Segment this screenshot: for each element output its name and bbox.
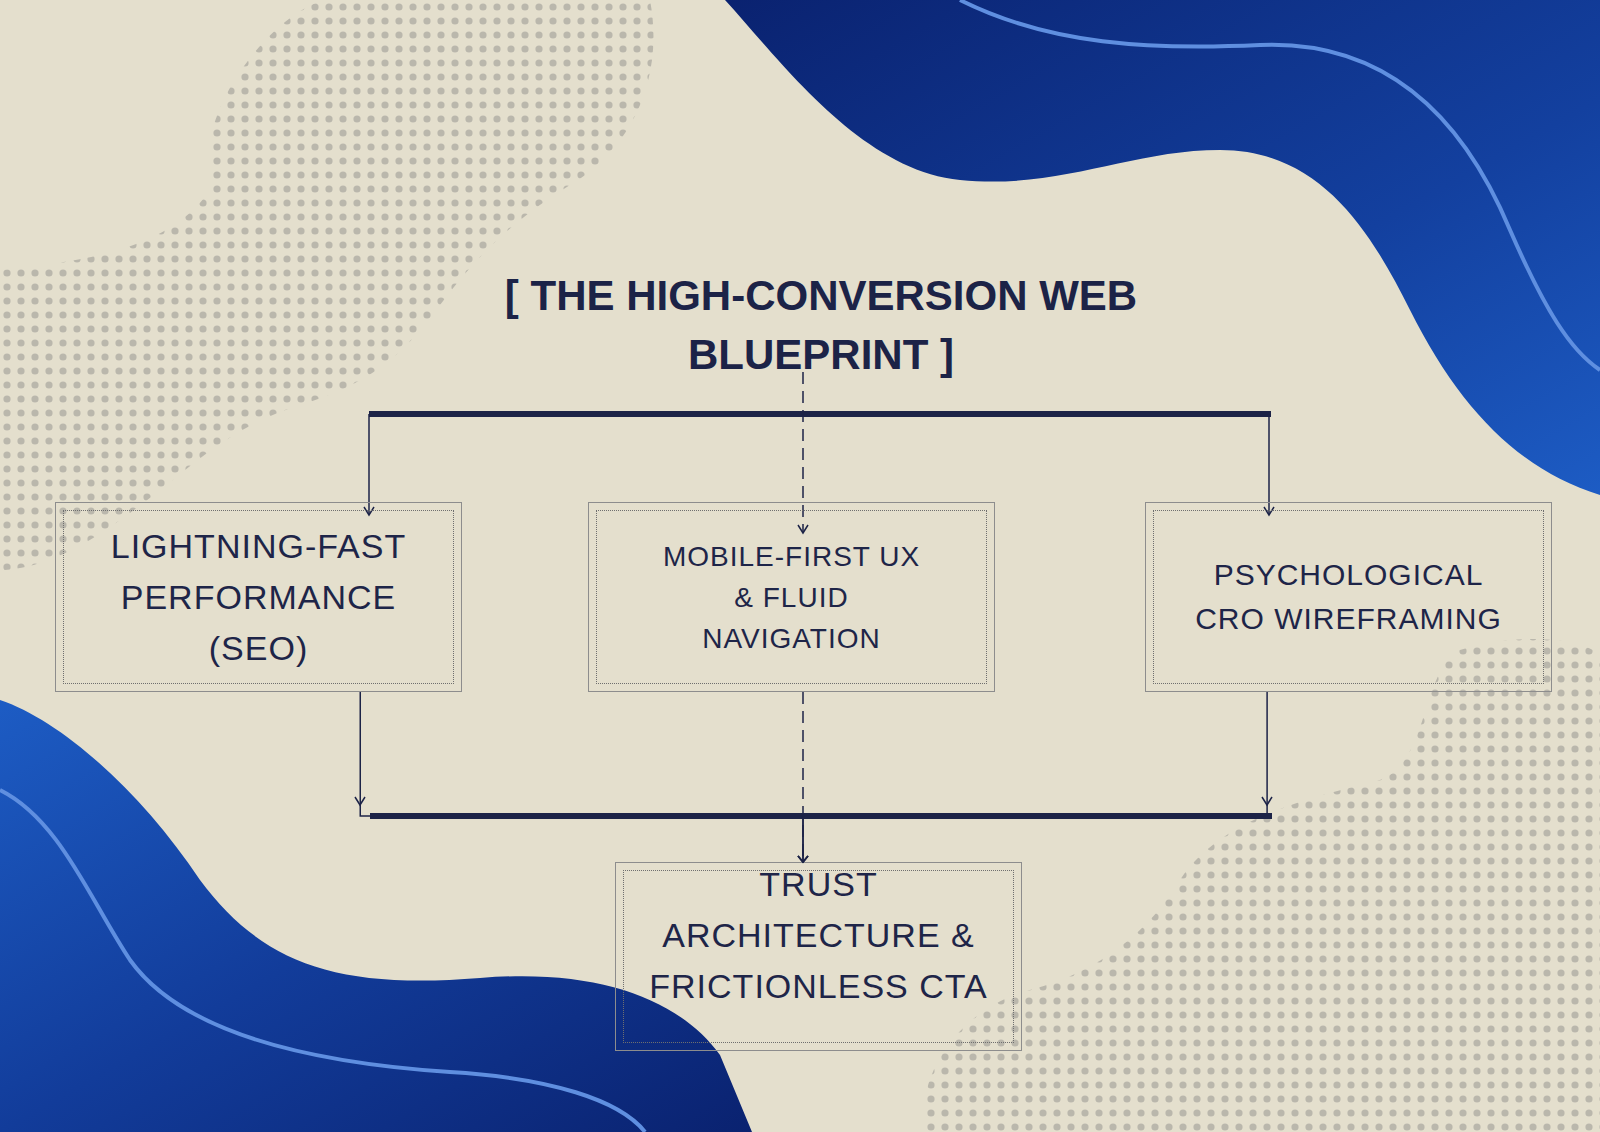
box-label: LIGHTNING-FAST PERFORMANCE (SEO): [94, 521, 424, 674]
process-box: MOBILE-FIRST UX & FLUID NAVIGATION: [588, 502, 995, 692]
dashed-line: [802, 372, 804, 533]
process-box: LIGHTNING-FAST PERFORMANCE (SEO): [55, 502, 462, 692]
blue-wave: [725, 0, 1600, 495]
box-label: PSYCHOLOGICAL CRO WIREFRAMING: [1189, 553, 1509, 641]
diagram-title: [ THE HIGH-CONVERSION WEB BLUEPRINT ]: [471, 266, 1171, 384]
arrow-head: [364, 507, 374, 515]
box-label: TRUST ARCHITECTURE & FRICTIONLESS CTA: [646, 859, 991, 1012]
flow-connector: [803, 692, 1267, 862]
split-line: [368, 414, 370, 515]
arrow-head: [1262, 797, 1272, 805]
wave-highlight: [0, 790, 645, 1132]
flow-connector: [360, 692, 803, 862]
blue-wave: [0, 700, 752, 1132]
process-box: TRUST ARCHITECTURE & FRICTIONLESS CTA: [615, 862, 1022, 1051]
merge-bar: [370, 813, 1272, 819]
arrow-head: [798, 525, 808, 533]
box-label: MOBILE-FIRST UX & FLUID NAVIGATION: [654, 536, 929, 659]
split-line: [1268, 414, 1270, 515]
process-box: PSYCHOLOGICAL CRO WIREFRAMING: [1145, 502, 1552, 692]
inner-border: [1153, 510, 1544, 684]
flow-connector: [802, 692, 804, 862]
split-bar: [369, 411, 1271, 417]
arrow-head: [1264, 507, 1274, 515]
arrow-head: [355, 797, 365, 805]
dotted-blob: [923, 639, 1600, 1132]
